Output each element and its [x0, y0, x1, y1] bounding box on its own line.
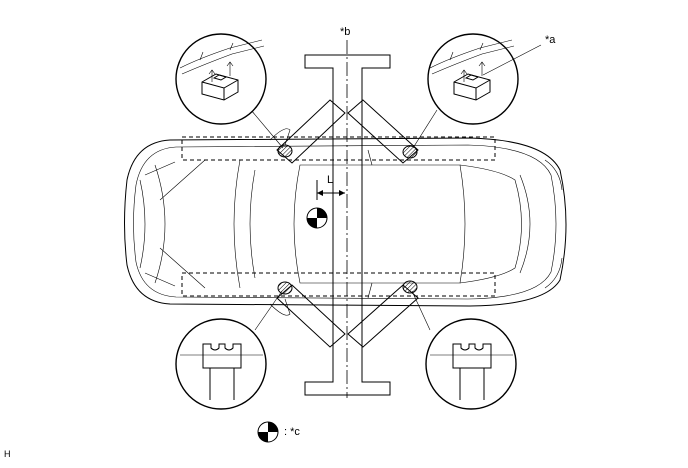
label-dimension-l: L [327, 174, 334, 186]
lift-arm-rear-left [276, 284, 346, 348]
detail-circle-rear-right [425, 318, 517, 410]
lift-point-rear-right [402, 280, 418, 294]
support-area-right [181, 272, 496, 297]
legend-cg-symbol [257, 421, 279, 443]
support-area-left [181, 136, 496, 161]
lift-point-rear-left [277, 281, 293, 295]
footer-label: H [4, 449, 11, 459]
label-a: *a [545, 34, 556, 46]
detail-circle-front-right [427, 33, 542, 125]
center-of-gravity-symbol [306, 207, 328, 229]
dimension-l-arrow [316, 180, 345, 200]
legend-label-c: : *c [284, 426, 300, 438]
lift-arm-rear-right [347, 284, 419, 348]
detail-leader-lines [250, 109, 438, 331]
detail-circle-rear-left [175, 318, 267, 410]
lift-arm-front-left [276, 99, 346, 164]
vehicle-body [124, 128, 567, 316]
lift-frame [304, 54, 391, 396]
detail-circle-front-left [175, 33, 267, 125]
label-b: *b [340, 26, 351, 38]
lift-point-front-right [402, 145, 418, 159]
lift-arm-front-right [347, 99, 419, 164]
lift-point-front-left [277, 144, 293, 158]
